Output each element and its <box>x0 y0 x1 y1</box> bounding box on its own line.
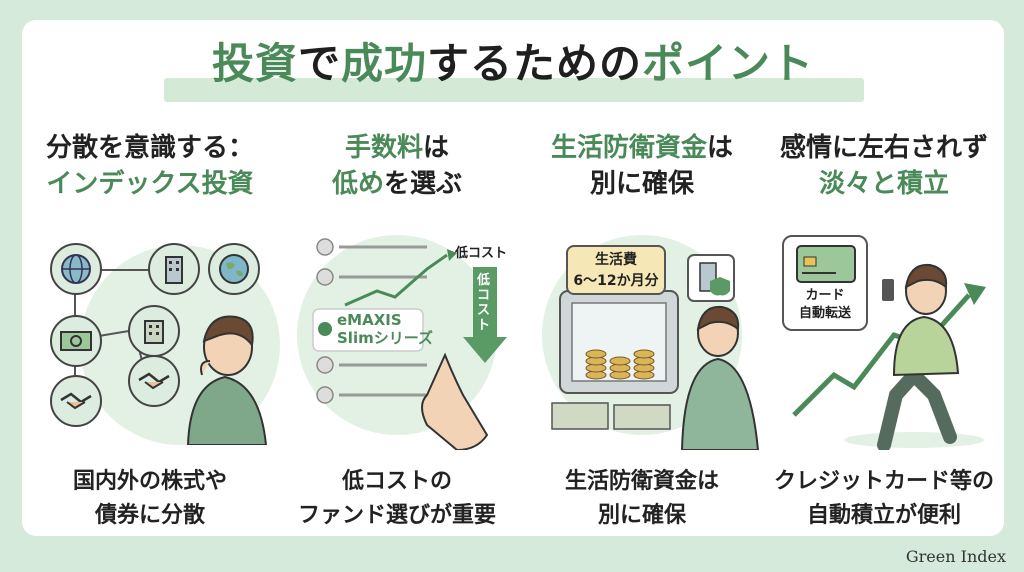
title-part: 成功 <box>340 39 427 88</box>
infographic-card: 投資で成功するためのポイント 分散を意識する： インデックス投資 <box>22 20 1004 536</box>
column-caption: 生活防衛資金は 別に確保 <box>522 465 762 533</box>
heading-text: は <box>423 133 450 163</box>
caption-line: 債券に分散 <box>94 503 205 528</box>
title-part: するための <box>427 39 643 88</box>
heading-line: インデックス投資 <box>46 169 254 199</box>
card-label-line: 自動転送 <box>798 306 851 321</box>
heading-accent: 生活防衛資金 <box>550 133 707 163</box>
caption-line: 低コストの <box>341 469 452 494</box>
globe-icon <box>50 243 102 295</box>
column-heading: 手数料は 低めを選ぶ <box>277 130 517 202</box>
column-auto-invest: 感情に左右されず 淡々と積立 カード <box>764 130 1004 528</box>
page-title: 投資で成功するためのポイント <box>212 30 814 91</box>
caption-line: 国内外の株式や <box>72 469 227 494</box>
column-caption: 低コストの ファンド選びが重要 <box>277 465 517 533</box>
heading-line: 淡々と積立 <box>818 169 949 199</box>
column-heading: 分散を意識する： インデックス投資 <box>30 130 270 202</box>
heading-text: を選ぶ <box>384 169 463 199</box>
card-icon-group: カード 自動転送 <box>782 235 868 331</box>
title-area: 投資で成功するためのポイント <box>22 30 1004 91</box>
heading-line: 別に確保 <box>589 169 694 199</box>
column-heading: 生活防衛資金は 別に確保 <box>522 130 762 202</box>
fund-name-line: eMAXIS <box>337 311 402 329</box>
card-label: カード 自動転送 <box>784 287 866 323</box>
credit-card-icon <box>796 245 856 283</box>
caption-line: 自動積立が便利 <box>806 503 961 528</box>
heading-line: 低めを選ぶ <box>277 166 517 202</box>
illustration-auto-invest: カード 自動転送 <box>764 225 1004 450</box>
living-cost-bubble: 生活費 6〜12か月分 <box>566 245 666 295</box>
heading-accent: 低め <box>331 169 384 199</box>
low-cost-arrow-label: 低コスト <box>477 273 491 333</box>
illustration-low-fees: 低コスト 低コスト eMAXIS Slimシリーズ <box>277 225 517 450</box>
low-cost-label: 低コスト <box>455 246 508 261</box>
growth-arrow <box>792 263 986 450</box>
caption-line: 別に確保 <box>597 503 686 528</box>
heading-line: 生活防衛資金は <box>522 130 762 166</box>
heading-text: は <box>707 133 734 163</box>
brand-watermark: Green Index <box>905 547 1006 566</box>
illustration-diversify <box>30 225 280 450</box>
caption-line: ファンド選びが重要 <box>297 503 496 528</box>
heading-line: 分散を意識する： <box>45 133 254 163</box>
fund-list-illustration <box>312 238 507 450</box>
caption-line: 生活防衛資金は <box>564 469 719 494</box>
world-map-icon <box>208 243 260 295</box>
heading-line: 感情に左右されず <box>779 133 988 163</box>
handshake-icon <box>128 355 180 407</box>
column-diversify: 分散を意識する： インデックス投資 <box>30 130 280 528</box>
column-low-fees: 手数料は 低めを選ぶ 低コスト <box>277 130 517 528</box>
card-label-line: カード <box>805 288 845 303</box>
money-icon <box>50 315 102 367</box>
bubble-line: 6〜12か月分 <box>573 273 659 289</box>
column-emergency-fund: 生活防衛資金は 別に確保 <box>522 130 762 528</box>
bubble-line: 生活費 <box>595 252 637 268</box>
title-part: ポイント <box>642 39 815 88</box>
heading-accent: 手数料 <box>344 133 423 163</box>
title-part: 投資 <box>211 39 298 88</box>
handshake-icon <box>50 375 102 427</box>
thinking-person-icon <box>186 315 268 445</box>
column-heading: 感情に左右されず 淡々と積立 <box>764 130 1004 202</box>
title-part: で <box>297 39 341 88</box>
column-caption: 国内外の株式や 債券に分散 <box>30 465 270 533</box>
safe-illustration <box>551 254 760 450</box>
title-highlight <box>164 78 864 102</box>
building-icon <box>148 243 200 295</box>
caption-line: クレジットカード等の <box>773 469 994 494</box>
office-icon <box>128 305 180 357</box>
fund-name-line: Slimシリーズ <box>337 329 433 347</box>
column-caption: クレジットカード等の 自動積立が便利 <box>764 465 1004 533</box>
heading-line: 手数料は <box>277 130 517 166</box>
fund-name-label: eMAXIS Slimシリーズ <box>337 311 433 347</box>
illustration-safe: 生活費 6〜12か月分 <box>522 225 762 450</box>
